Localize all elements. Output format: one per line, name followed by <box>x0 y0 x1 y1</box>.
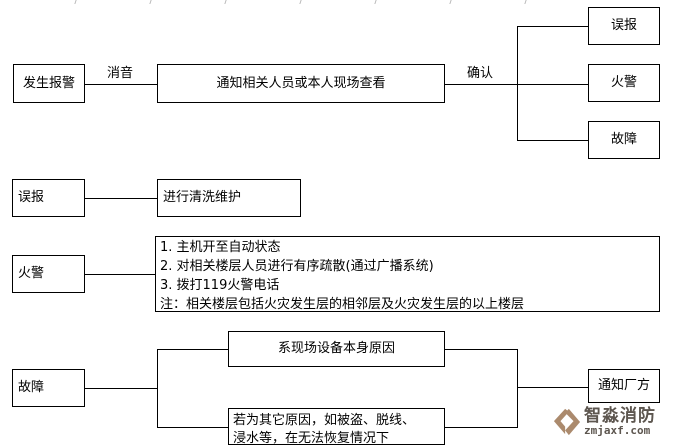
edge-label-confirm: 确认 <box>466 66 495 81</box>
fire-steps-box: 1. 主机开至自动状态 2. 对相关楼层人员进行有序疏散(通过广播系统) 3. … <box>155 236 660 312</box>
fault-case-other-line2: 浸水等，在无法恢复情况下 <box>233 431 390 446</box>
connector-branch-vertical <box>517 26 518 141</box>
connector-confirm <box>445 84 588 85</box>
connector-fault-merge-vertical <box>517 349 518 428</box>
connector-fire-steps <box>85 274 155 275</box>
watermark-logo: 智淼消防 zmjaxf.com <box>553 407 656 437</box>
ruler-tick <box>374 0 377 4</box>
fire-trigger-box: 火警 <box>12 255 85 293</box>
brand-diamond-icon <box>553 407 581 437</box>
edge-label-mute: 消音 <box>106 66 135 81</box>
fault-trigger-box: 故障 <box>12 369 85 407</box>
connector-case1-out <box>445 349 517 350</box>
connector-case1-in <box>157 349 228 350</box>
fire-step-note: 注：相关楼层包括火灾发生层的相邻层及火灾发生层的以上楼层 <box>160 297 525 312</box>
outcome-box-fire: 火警 <box>588 64 660 102</box>
ruler-tick <box>449 0 452 4</box>
fault-case-equipment-box: 系现场设备本身原因 <box>228 331 445 367</box>
ruler-tick <box>299 0 302 4</box>
notify-box: 通知相关人员或本人现场查看 <box>157 64 445 103</box>
outcome-box-false-alarm: 误报 <box>588 7 660 45</box>
connector-false-alarm-action <box>85 198 157 199</box>
connector-mute <box>85 84 157 85</box>
brand-name: 智淼消防 <box>584 405 656 426</box>
start-box: 发生报警 <box>13 64 85 103</box>
fault-result-box: 通知厂方 <box>588 369 660 403</box>
connector-case2-out <box>445 427 517 428</box>
ruler-tick <box>224 0 227 4</box>
connector-to-fault <box>517 140 588 141</box>
false-alarm-action-box: 进行清洗维护 <box>157 179 301 217</box>
ruler-tick <box>74 0 77 4</box>
fault-case-other-line1: 若为其它原因，如被盗、脱线、 <box>233 413 416 428</box>
connector-to-manufacturer <box>517 387 588 388</box>
connector-fault-split-vertical <box>157 349 158 428</box>
brand-domain: zmjaxf.com <box>584 423 651 437</box>
ruler-tick <box>149 0 152 4</box>
fire-step-3: 3. 拨打119火警电话 <box>160 278 280 293</box>
ruler-tick <box>524 0 527 4</box>
fire-step-1: 1. 主机开至自动状态 <box>160 240 281 255</box>
connector-case2-in <box>157 427 228 428</box>
connector-to-false-alarm <box>517 26 588 27</box>
false-alarm-trigger-box: 误报 <box>12 179 85 217</box>
connector-fault-out <box>85 388 157 389</box>
fire-step-2: 2. 对相关楼层人员进行有序疏散(通过广播系统) <box>160 259 434 274</box>
fault-case-other-box: 若为其它原因，如被盗、脱线、 浸水等，在无法恢复情况下 <box>228 408 445 446</box>
outcome-box-fault: 故障 <box>588 121 660 159</box>
